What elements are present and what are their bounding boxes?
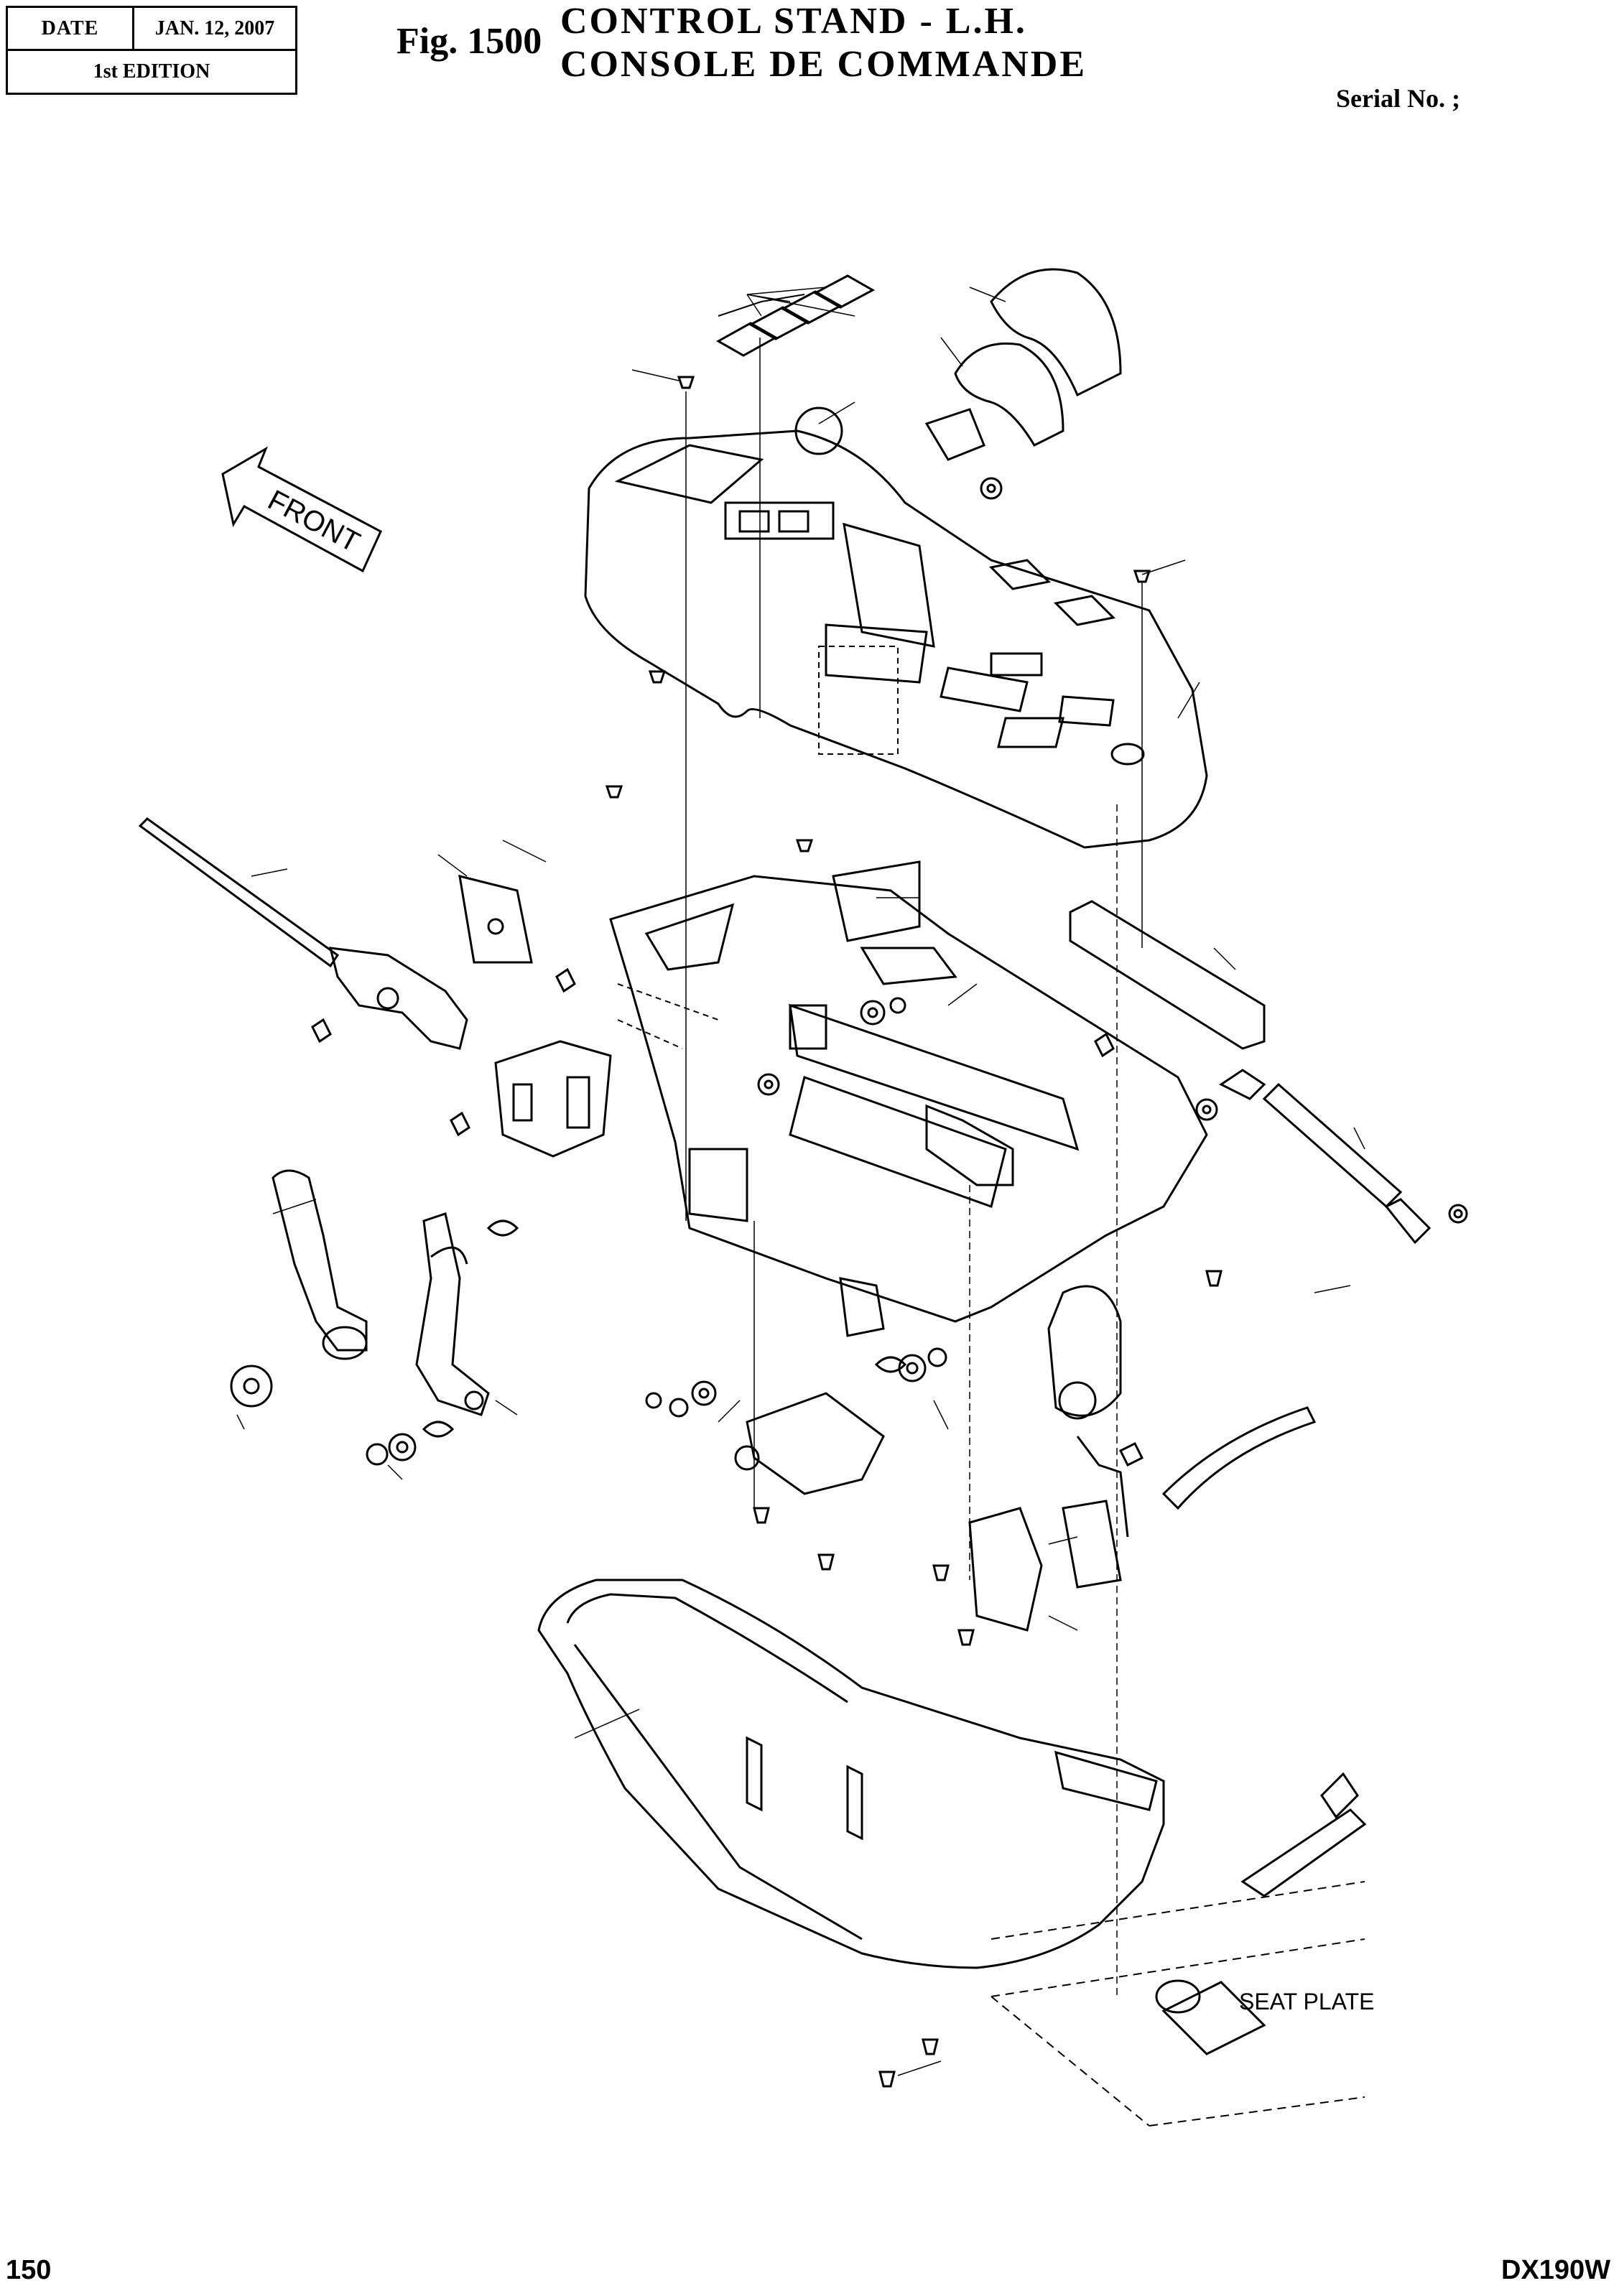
springs-and-washers (366, 477, 1468, 1466)
date-edition-box: DATE JAN. 12, 2007 1st EDITION (6, 6, 297, 95)
page-number: 150 (6, 2255, 52, 2285)
date-label: DATE (8, 8, 134, 51)
title-french: CONSOLE DE COMMANDE (560, 44, 1087, 85)
switch-solenoid (968, 1436, 1144, 1632)
seat-plate: SEAT PLATE (991, 1772, 1375, 2127)
bottom-shell (537, 1579, 1165, 1969)
front-arrow: FRONT (221, 446, 382, 573)
filler-bars (925, 900, 1266, 1186)
hinge-bracket (415, 1212, 490, 1416)
model-number: DX190W (1501, 2255, 1611, 2285)
handle-lever (230, 1169, 368, 1408)
serial-number: Serial No. ; (1336, 84, 1460, 113)
plate-bracket (734, 1392, 885, 1495)
armrest-pads (794, 268, 1122, 461)
screws (311, 376, 1223, 2088)
gas-spring (1219, 1069, 1432, 1245)
guide-lines (685, 338, 1143, 1997)
lever-rod (138, 817, 533, 1050)
console-frame (609, 860, 1208, 1420)
title-english: CONTROL STAND - L.H. (560, 1, 1027, 42)
date-value: JAN. 12, 2007 (134, 8, 295, 51)
edition-label: 1st EDITION (93, 60, 210, 83)
switch-caps (715, 274, 1116, 626)
switch-box (494, 1040, 612, 1158)
upper-console-cover (584, 429, 1208, 849)
gasket (1161, 1406, 1317, 1510)
figure-number: Fig. 1500 (396, 21, 542, 62)
leader-lines (236, 287, 1365, 2076)
seat-plate-label: SEAT PLATE (1239, 1989, 1375, 2014)
